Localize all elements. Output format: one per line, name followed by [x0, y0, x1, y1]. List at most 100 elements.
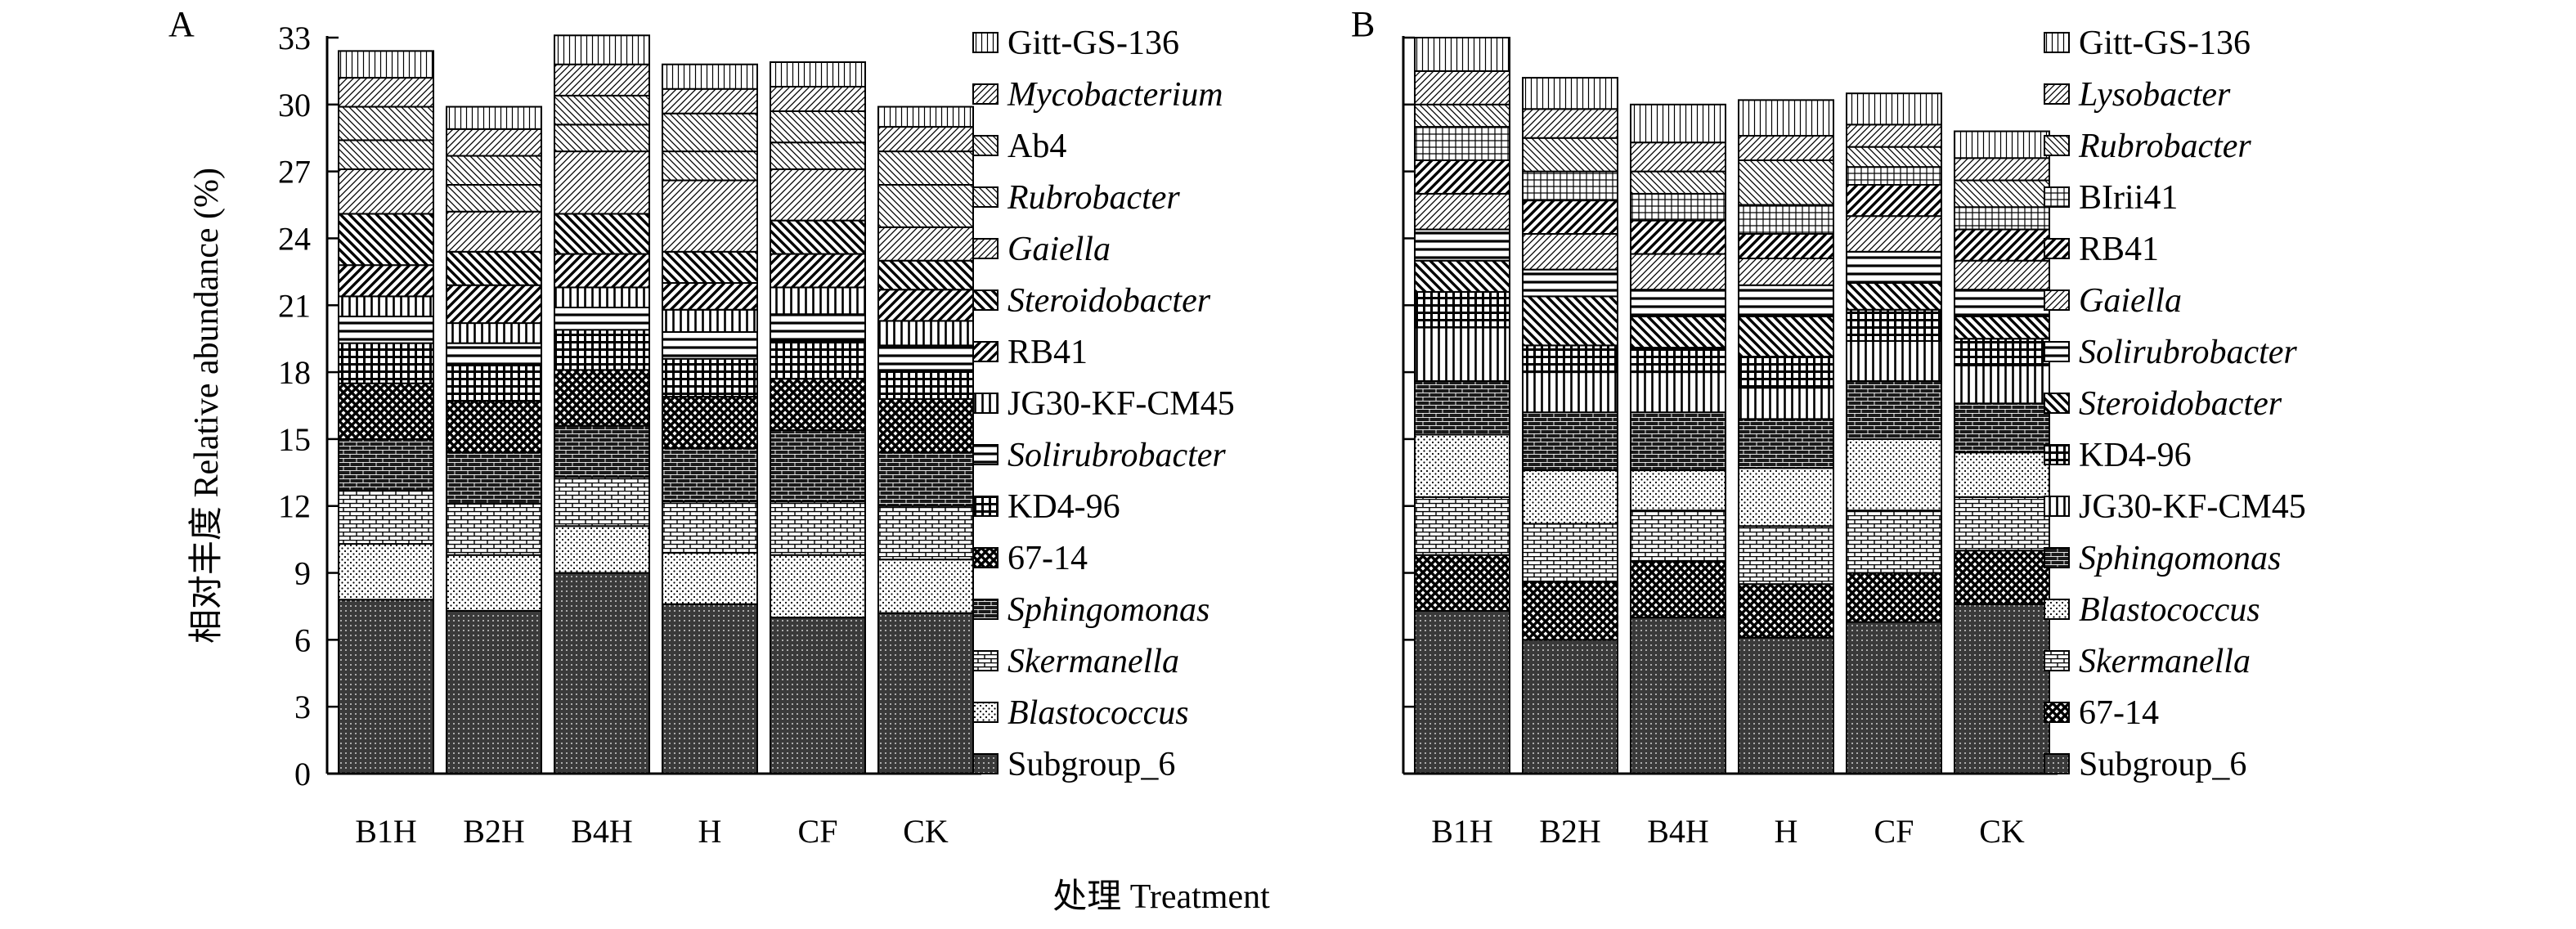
bar-segment-b4h-jg30-kf-cm45 — [554, 286, 650, 309]
bar-segment-b4h-blastococcus — [1630, 469, 1726, 512]
bar-segment-b1h-kd4-96 — [1414, 290, 1510, 329]
bar-segment-b4h-rb41 — [1630, 219, 1726, 255]
bar-segment-ck-kd4-96 — [877, 369, 974, 400]
bar-segment-ck-jg30-kf-cm45 — [1954, 364, 2050, 405]
x-tick-label: B1H — [1431, 813, 1493, 850]
bar-segment-b1h-67-14 — [338, 382, 434, 440]
bar-segment-b1h-gaiella — [338, 168, 434, 215]
bar-segment-h-ab4 — [662, 112, 758, 153]
legend-label: JG30-KF-CM45 — [1008, 385, 1235, 423]
legend-swatch — [972, 496, 999, 517]
bar-segment-b1h-blastococcus — [1414, 433, 1510, 498]
bar-segment-b4h-gaiella — [1630, 253, 1726, 291]
bar-segment-b4h-kd4-96 — [1630, 347, 1726, 374]
bar-segment-ck-rubrobacter — [877, 184, 974, 228]
bar-segment-cf-birii41 — [1846, 166, 1942, 186]
bar-segment-h-gaiella — [1738, 258, 1834, 286]
legend-label: Solirubrobacter — [2079, 334, 2297, 371]
bar-segment-cf-gitt-gs-136 — [770, 61, 866, 88]
bar-segment-b1h-steroidobacter — [338, 213, 434, 267]
x-axis-title: 处理 Treatment — [1052, 878, 1270, 916]
legend-swatch — [972, 547, 999, 568]
bar-segment-b4h-subgroup_6 — [554, 572, 650, 775]
bar-segment-ck-solirubrobacter — [1954, 289, 2050, 317]
bar-segment-b4h-rb41 — [554, 253, 650, 289]
bar-segment-b1h-blastococcus — [338, 543, 434, 601]
bar-segment-cf-rubrobacter — [1846, 146, 1942, 168]
bar-segment-b1h-subgroup_6 — [1414, 609, 1510, 775]
legend: Gitt-GS-136MycobacteriumAb4RubrobacterGa… — [972, 25, 1235, 783]
bar-segment-cf-jg30-kf-cm45 — [770, 286, 866, 316]
legend-swatch — [972, 444, 999, 465]
bar-segment-b4h-rubrobacter — [554, 123, 650, 153]
bar-segment-b4h-sphingomonas — [554, 424, 650, 478]
bar-segment-cf-blastococcus — [770, 554, 866, 619]
bar-segment-b2h-ab4 — [446, 155, 542, 186]
bar-segment-ck-birii41 — [1954, 206, 2050, 231]
bar-segment-b4h-solirubrobacter — [1630, 289, 1726, 317]
x-tick-label: B4H — [1647, 813, 1709, 850]
bar-segment-b2h-subgroup_6 — [1522, 639, 1618, 775]
bar-segment-ck-sphingomonas — [1954, 402, 2050, 454]
bar-segment-cf-blastococcus — [1846, 438, 1942, 512]
bar-segment-cf-solirubrobacter — [1846, 250, 1942, 284]
bar-segment-ck-67-14 — [1954, 550, 2050, 605]
x-tick-label: CF — [798, 813, 838, 850]
bar-segment-b4h-subgroup_6 — [1630, 617, 1726, 774]
bar-segment-b4h-sphingomonas — [1630, 411, 1726, 472]
bar-segment-cf-rb41 — [1846, 184, 1942, 218]
bar-segment-cf-steroidobacter — [1846, 282, 1942, 311]
bar-segment-b4h-gaiella — [554, 150, 650, 215]
bar-segment-b2h-mycobacterium — [446, 128, 542, 157]
legend-swatch — [2044, 496, 2070, 517]
legend-swatch — [2044, 135, 2070, 156]
bar-segment-h-birii41 — [1738, 204, 1834, 235]
x-tick-label: B4H — [571, 813, 633, 850]
y-tick-label: 24 — [278, 220, 311, 257]
bar-segment-ck-subgroup_6 — [1954, 603, 2050, 775]
legend-label: Solirubrobacter — [1008, 437, 1226, 474]
legend-label: Skermanella — [2079, 643, 2251, 680]
bar-segment-cf-kd4-96 — [1846, 308, 1942, 342]
bar-segment-b2h-sphingomonas — [1522, 411, 1618, 472]
legend-swatch — [972, 753, 999, 774]
bar-segment-b4h-jg30-kf-cm45 — [1630, 371, 1726, 414]
bar-segment-h-solirubrobacter — [1738, 284, 1834, 317]
bar-segment-cf-jg30-kf-cm45 — [1846, 339, 1942, 382]
bar-segment-h-gitt-gs-136 — [1738, 99, 1834, 137]
bar-segment-b4h-rubrobacter — [1630, 170, 1726, 195]
x-tick-label: CK — [1979, 813, 2025, 850]
bar-segment-b1h-gaiella — [1414, 192, 1510, 231]
y-tick-label: 3 — [294, 689, 311, 725]
bar-segment-b2h-rubrobacter — [446, 184, 542, 213]
legend-swatch — [972, 702, 999, 723]
bar-segment-cf-subgroup_6 — [1846, 621, 1942, 775]
bar-segment-ck-rb41 — [1954, 228, 2050, 262]
legend-label: Gitt-GS-136 — [1008, 25, 1179, 62]
legend-swatch — [2044, 341, 2070, 362]
legend-swatch — [2044, 393, 2070, 414]
legend-label: Lysobacter — [2078, 76, 2231, 114]
bar-segment-b4h-solirubrobacter — [554, 307, 650, 331]
bar-segment-cf-solirubrobacter — [770, 313, 866, 342]
bar-segment-b2h-gaiella — [446, 210, 542, 253]
bar-segment-ck-rb41 — [877, 289, 974, 322]
bar-segment-ck-steroidobacter — [1954, 315, 2050, 340]
bar-segment-ck-solirubrobacter — [877, 344, 974, 371]
bar-segment-h-lysobacter — [1738, 135, 1834, 161]
legend-label: RB41 — [1008, 334, 1088, 371]
bar-segment-h-67-14 — [1738, 583, 1834, 639]
bar-segment-cf-sphingomonas — [1846, 380, 1942, 440]
legend-label: Sphingomonas — [1008, 591, 1209, 629]
legend-label: Rubrobacter — [1007, 179, 1180, 217]
bar-segment-b4h-blastococcus — [554, 525, 650, 574]
legend-label: Ab4 — [1008, 128, 1066, 165]
legend-label: Rubrobacter — [2078, 128, 2251, 165]
bar-segment-h-sphingomonas — [662, 447, 758, 503]
bar-segment-b4h-mycobacterium — [554, 63, 650, 96]
bar-segment-h-mycobacterium — [662, 88, 758, 114]
bar-segment-ck-subgroup_6 — [877, 612, 974, 774]
legend-label: 67-14 — [2079, 694, 2159, 732]
legend-swatch — [2044, 444, 2070, 465]
bar-segment-b4h-67-14 — [554, 369, 650, 427]
